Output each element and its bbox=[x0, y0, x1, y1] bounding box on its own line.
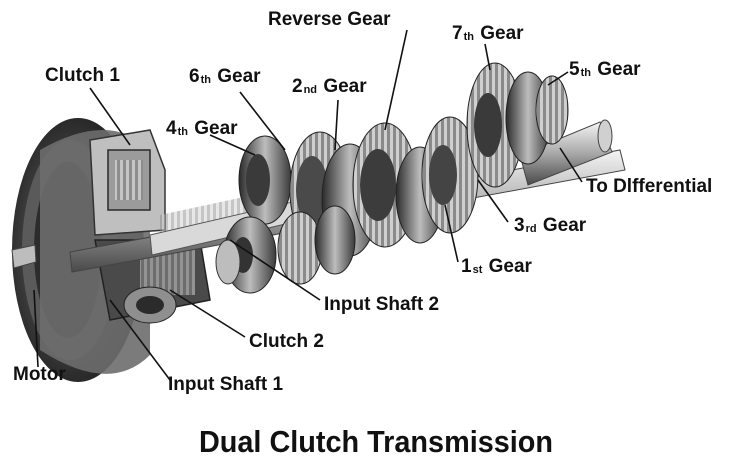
label-7th-gear: 7th Gear bbox=[452, 23, 524, 44]
label-motor: Motor bbox=[13, 364, 66, 385]
output-shaft bbox=[519, 119, 613, 186]
label-clutch-2: Clutch 2 bbox=[249, 331, 324, 352]
label-input-shaft-2: Input Shaft 2 bbox=[324, 294, 440, 315]
label-1st-gear: 1st Gear bbox=[461, 256, 532, 277]
label-6th-gear: 6th Gear bbox=[189, 66, 261, 87]
label-2nd-gear: 2nd Gear bbox=[292, 76, 367, 97]
gear-set bbox=[215, 62, 569, 294]
label-input-shaft-1: Input Shaft 1 bbox=[168, 374, 284, 395]
label-clutch-1: Clutch 1 bbox=[45, 65, 120, 86]
label-reverse-gear: Reverse Gear bbox=[268, 9, 391, 30]
label-5th-gear: 5th Gear bbox=[569, 59, 641, 80]
diagram-title: Dual Clutch Transmission bbox=[198, 424, 554, 459]
label-to-differential: To Dlfferential bbox=[586, 176, 713, 197]
label-4th-gear: 4th Gear bbox=[166, 118, 238, 139]
leader-lines bbox=[33, 29, 583, 381]
label-3rd-gear: 3rd Gear bbox=[514, 215, 587, 236]
